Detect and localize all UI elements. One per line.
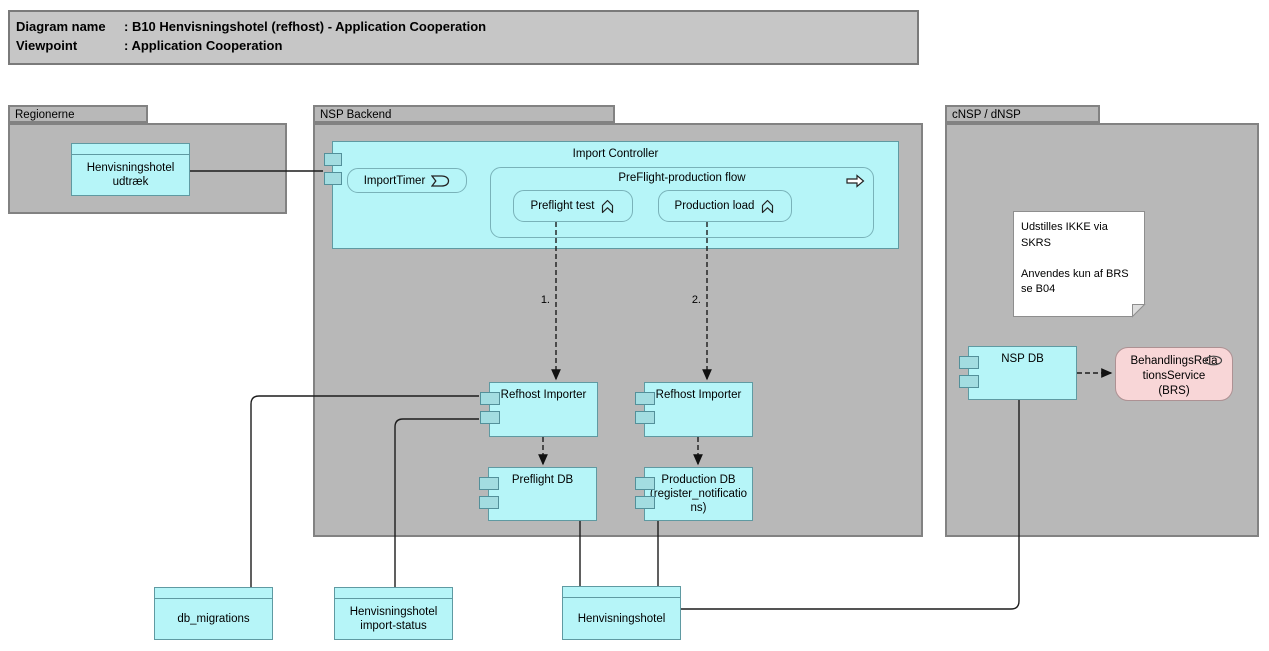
node-label: Refhost Importer xyxy=(500,389,587,401)
component-port xyxy=(635,411,655,424)
node-henvisningshotel[interactable]: Henvisningshotel xyxy=(562,586,681,640)
note-fold-icon xyxy=(1132,304,1146,318)
group-tab-regionerne[interactable]: Regionerne xyxy=(8,105,148,123)
group-tab-nsp-backend[interactable]: NSP Backend xyxy=(313,105,615,123)
edge-label-step-1: 1. xyxy=(540,294,550,306)
component-port xyxy=(480,411,500,424)
artifact-header-band xyxy=(155,588,272,599)
node-label: Refhost Importer xyxy=(655,389,742,401)
artifact-header-band xyxy=(335,588,452,599)
node-label: Henvisningshotel import-status xyxy=(349,606,438,632)
node-nsp-db[interactable]: NSP DB xyxy=(959,346,1077,400)
node-preflight-db[interactable]: Preflight DB xyxy=(479,467,597,521)
node-henvisningshotel-udtraek[interactable]: Henvisningshotel udtræk xyxy=(71,143,190,196)
component-port xyxy=(959,375,979,388)
node-import-timer[interactable]: ImportTimer xyxy=(347,168,467,193)
group-body-cnsp-dnsp[interactable] xyxy=(945,123,1259,537)
component-port xyxy=(479,496,499,509)
function-icon xyxy=(602,199,614,213)
node-label: Production DB (register_notifications) xyxy=(649,474,748,514)
node-production-load[interactable]: Production load xyxy=(658,190,792,222)
diagram-name-row: Diagram name : B10 Henvisningshotel (ref… xyxy=(16,17,917,36)
node-db-migrations[interactable]: db_migrations xyxy=(154,587,273,640)
artifact-header-band xyxy=(72,144,189,155)
viewpoint-value: : Application Cooperation xyxy=(124,38,283,53)
component-port xyxy=(635,496,655,509)
note-skrs[interactable]: Udstilles IKKE via SKRS Anvendes kun af … xyxy=(1013,211,1145,317)
node-refhost-importer-preflight[interactable]: Refhost Importer xyxy=(480,382,598,437)
node-brs[interactable]: BehandlingsRelationsService (BRS) xyxy=(1115,347,1233,401)
node-preflight-test[interactable]: Preflight test xyxy=(513,190,633,222)
interface-icon xyxy=(1204,355,1223,366)
component-port xyxy=(635,477,655,490)
viewpoint-label: Viewpoint xyxy=(16,38,78,53)
node-label: ImportTimer xyxy=(363,174,426,187)
node-henvisningshotel-import-status[interactable]: Henvisningshotel import-status xyxy=(334,587,453,640)
title-block: Diagram name : B10 Henvisningshotel (ref… xyxy=(8,10,919,65)
node-production-db[interactable]: Production DB (register_notifications) xyxy=(635,467,753,521)
component-port xyxy=(324,172,342,185)
node-label: Production load xyxy=(674,200,755,212)
node-label: Preflight test xyxy=(530,200,595,212)
component-port xyxy=(324,153,342,166)
node-label: Preflight DB xyxy=(511,474,574,486)
process-arrow-icon xyxy=(846,174,865,188)
node-label: db_migrations xyxy=(177,613,250,625)
edge-label-step-2: 2. xyxy=(691,294,701,306)
component-port xyxy=(480,392,500,405)
node-label: Henvisningshotel udtræk xyxy=(86,162,175,188)
node-refhost-importer-production[interactable]: Refhost Importer xyxy=(635,382,753,437)
node-label: NSP DB xyxy=(1001,353,1044,365)
diagram-name-value: : B10 Henvisningshotel (refhost) - Appli… xyxy=(124,19,487,34)
event-icon xyxy=(431,174,450,187)
function-icon xyxy=(762,199,774,213)
node-label: Import Controller xyxy=(572,148,659,160)
component-port xyxy=(959,356,979,369)
artifact-header-band xyxy=(563,587,680,598)
group-tab-cnsp-dnsp[interactable]: cNSP / dNSP xyxy=(945,105,1100,123)
component-port xyxy=(479,477,499,490)
node-label: PreFlight-production flow xyxy=(618,172,746,184)
node-label: BehandlingsRelationsService (BRS) xyxy=(1130,355,1218,397)
node-label: Henvisningshotel xyxy=(577,612,666,625)
diagram-name-label: Diagram name xyxy=(16,19,106,34)
component-port xyxy=(635,392,655,405)
viewpoint-row: Viewpoint : Application Cooperation xyxy=(16,36,917,55)
